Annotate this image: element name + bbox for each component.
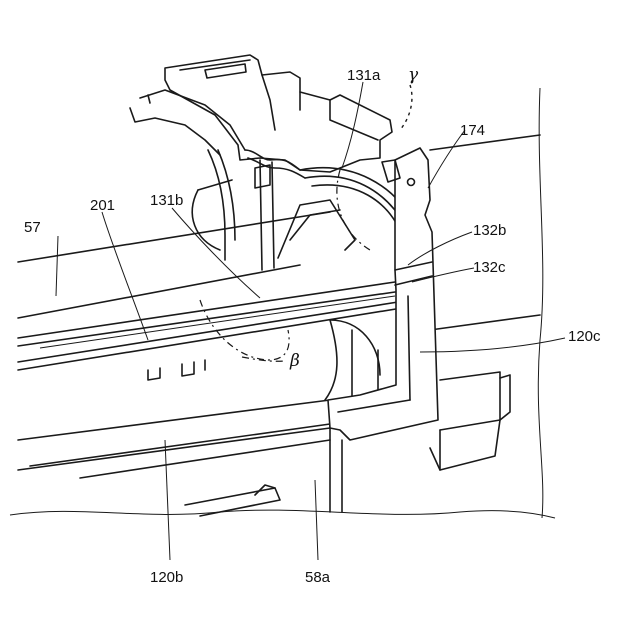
housing-131 bbox=[130, 55, 418, 275]
label-132b: 132b bbox=[473, 222, 506, 239]
label-gamma: γ bbox=[408, 65, 419, 85]
label-132c: 132c bbox=[473, 259, 506, 276]
label-201: 201 bbox=[90, 197, 115, 214]
label-57: 57 bbox=[24, 219, 41, 236]
label-174: 174 bbox=[460, 122, 485, 139]
lower-frame bbox=[18, 400, 342, 516]
label-131a: 131a bbox=[347, 67, 381, 84]
rail-feet bbox=[148, 360, 205, 380]
label-120c: 120c bbox=[568, 328, 601, 345]
label-120b: 120b bbox=[150, 569, 183, 586]
label-58a: 58a bbox=[305, 569, 331, 586]
hub bbox=[192, 180, 380, 400]
label-beta: β bbox=[289, 351, 300, 371]
back-plate bbox=[430, 135, 540, 470]
rail-57 bbox=[18, 212, 402, 370]
label-131b: 131b bbox=[150, 192, 183, 209]
